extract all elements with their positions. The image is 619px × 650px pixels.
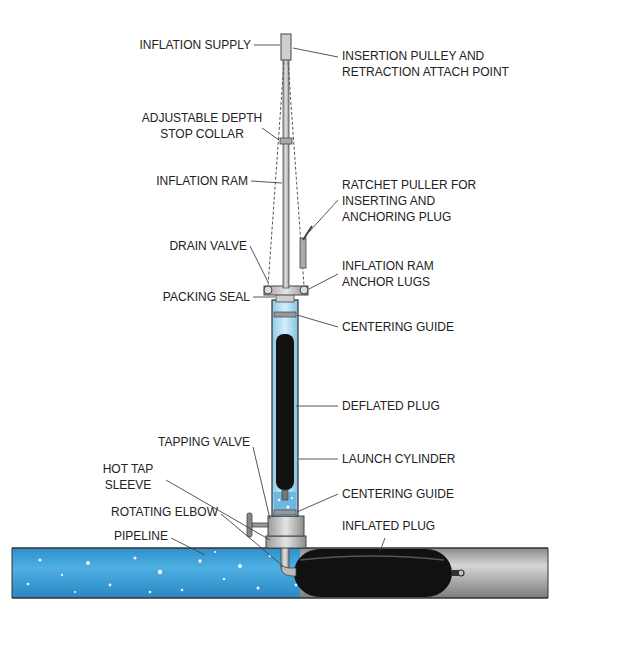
- part-label: PACKING SEAL: [163, 289, 250, 305]
- part-label: ADJUSTABLE DEPTH STOP COLLAR: [136, 110, 268, 142]
- part-label: INSERTION PULLEY AND RETRACTION ATTACH P…: [342, 48, 530, 80]
- part-label: ROTATING ELBOW: [111, 504, 218, 520]
- inflated-plug: [294, 549, 464, 597]
- centering-guide: [274, 510, 296, 515]
- part-label: INFLATION SUPPLY: [139, 37, 251, 53]
- part-label: TAPPING VALVE: [158, 434, 250, 450]
- part-label: CENTERING GUIDE: [342, 319, 454, 335]
- part-label: LAUNCH CYLINDER: [342, 451, 455, 467]
- plug-nose: [282, 490, 288, 500]
- part-label: INFLATION RAM: [156, 173, 248, 189]
- inflation-ram: [280, 34, 292, 288]
- pipeline: [12, 548, 548, 598]
- ratchet-puller: [300, 226, 312, 268]
- launch-cylinder: [272, 300, 298, 516]
- part-label: DRAIN VALVE: [169, 238, 247, 254]
- part-label: INFLATED PLUG: [342, 518, 435, 534]
- part-label: CENTERING GUIDE: [342, 486, 454, 502]
- deflated-plug: [276, 334, 294, 490]
- part-label: INFLATION RAM ANCHOR LUGS: [342, 258, 454, 290]
- part-label: HOT TAP SLEEVE: [92, 461, 164, 493]
- water-bubbles: [27, 551, 298, 593]
- part-label: DEFLATED PLUG: [342, 398, 440, 414]
- pulley-cable: [268, 62, 304, 286]
- centering-guide: [274, 312, 296, 317]
- rotating-elbow: [281, 546, 296, 576]
- part-label: RATCHET PULLER FOR INSERTING AND ANCHORI…: [342, 177, 488, 225]
- hot-tap-sleeve: [266, 536, 306, 548]
- part-label: PIPELINE: [114, 528, 168, 544]
